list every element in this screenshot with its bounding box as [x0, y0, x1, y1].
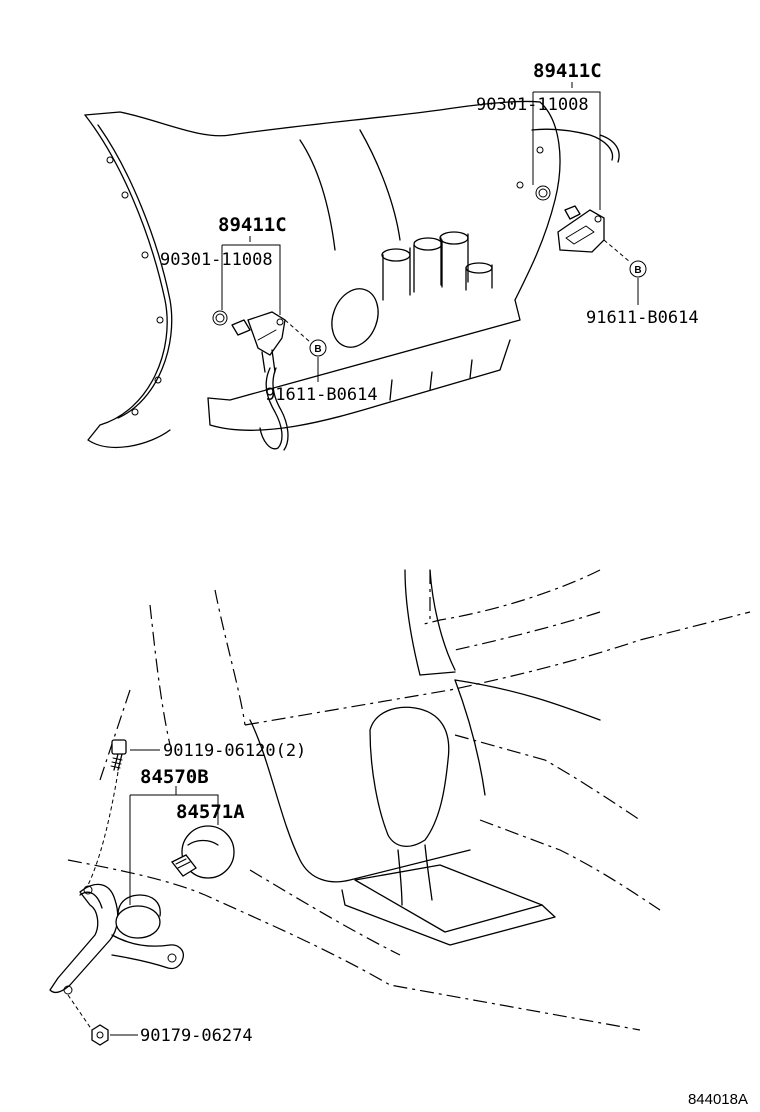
nut [91, 1024, 109, 1046]
front-sensor-part-label: 89411C [218, 214, 287, 236]
figure-code: 844018A [688, 1091, 748, 1108]
bolt-callout-front: B [309, 339, 327, 357]
front-speed-sensor [212, 310, 286, 373]
rear-sensor-part-label: 89411C [533, 60, 602, 82]
bolt-callout-rear: B [629, 260, 647, 278]
rear-speed-sensor [535, 185, 605, 253]
transmission-illustration [84, 100, 620, 451]
shift-switch [170, 825, 235, 879]
shift-bracket-assembly [49, 883, 184, 995]
lower-leader-lines [67, 749, 219, 1036]
rear-oring-part-label: 90301-11008 [476, 95, 589, 115]
front-bolt-part-label: 91611-B0614 [265, 385, 378, 405]
bolt-callout-letter-front: B [314, 344, 321, 355]
rear-bolt-part-label: 91611-B0614 [586, 308, 699, 328]
bracket-assembly-part-label: 84570B [140, 766, 209, 788]
screw-part-label: 90119-06120(2) [163, 741, 306, 761]
bolt-callout-letter-rear: B [634, 265, 641, 276]
upper-leader-lines [221, 82, 639, 382]
nut-part-label: 90179-06274 [140, 1026, 253, 1046]
switch-part-label: 84571A [176, 801, 245, 823]
shifter-illustration [67, 569, 751, 1031]
front-oring-part-label: 90301-11008 [160, 250, 273, 270]
screw [110, 739, 127, 771]
